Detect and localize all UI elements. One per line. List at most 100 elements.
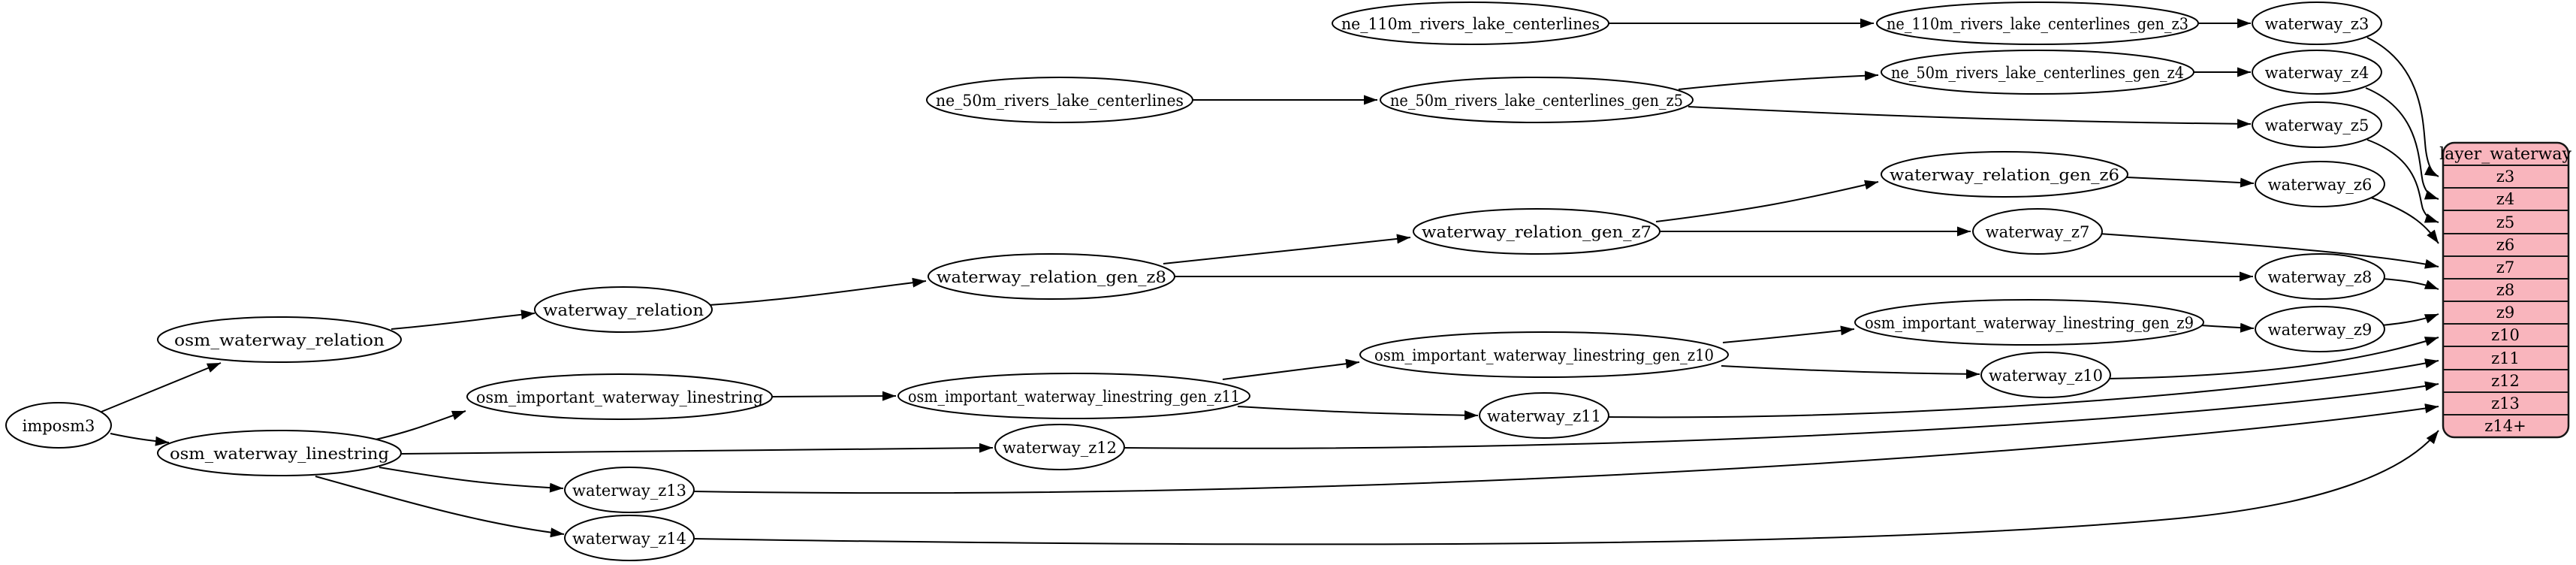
edge-gen_z10--gen_z9	[1722, 325, 1855, 343]
edge-imposm3--osm_waterway_linestring	[110, 433, 170, 446]
edge-waterway_z14--row_z14	[692, 430, 2439, 545]
node-osm_important_waterway_linestring_gen_z10: osm_important_waterway_linestring_gen_z1…	[1359, 331, 1729, 378]
node-label-ne_110m: ne_110m_rivers_lake_centerlines	[1341, 15, 1600, 33]
node-waterway_z7: waterway_z7	[1972, 208, 2103, 255]
table-row-z11: z11	[2491, 349, 2520, 367]
node-label-waterway_z8: waterway_z8	[2268, 268, 2372, 286]
edge-waterway_relation_gen_z8--waterway_relation_gen_z7	[1163, 234, 1411, 264]
edge-waterway_z9--row_z9	[2381, 313, 2439, 326]
node-label-ne_50m_gen_z4: ne_50m_rivers_lake_centerlines_gen_z4	[1891, 64, 2184, 82]
node-waterway_z14: waterway_z14	[564, 515, 695, 561]
node-label-waterway_z9: waterway_z9	[2268, 321, 2372, 339]
table-row-z3: z3	[2496, 168, 2514, 186]
edge-osm_waterway_linestring--waterway_z14	[315, 476, 565, 538]
table-row-z5: z5	[2496, 213, 2514, 231]
node-waterway_z11: waterway_z11	[1479, 392, 1609, 439]
edge-waterway_relation_gen_z7--waterway_relation_gen_z6	[1655, 180, 1879, 222]
node-label-waterway_z13: waterway_z13	[572, 482, 686, 500]
table-row-z9: z9	[2496, 304, 2514, 322]
edge-waterway_z8--row_z8	[2381, 278, 2439, 290]
edge-osm_waterway_linestring--waterway_z13	[379, 467, 564, 493]
edge-osm_waterway_relation--waterway_relation	[391, 310, 535, 330]
node-label-waterway_z6: waterway_z6	[2268, 176, 2372, 194]
edge-ne_50m_gen_z5--waterway_z5	[1688, 106, 2252, 129]
node-waterway_relation: waterway_relation	[534, 286, 713, 333]
node-ne_50m_rivers_lake_centerlines_gen_z4: ne_50m_rivers_lake_centerlines_gen_z4	[1881, 50, 2194, 95]
node-label-waterway_relation: waterway_relation	[543, 301, 704, 319]
node-ne_50m_rivers_lake_centerlines: ne_50m_rivers_lake_centerlines	[926, 77, 1193, 123]
table-row-z6: z6	[2496, 236, 2514, 254]
node-osm_waterway_linestring: osm_waterway_linestring	[157, 430, 402, 476]
edge-waterway_z4--row_z4	[2365, 87, 2439, 200]
node-label-waterway_z5: waterway_z5	[2265, 116, 2369, 134]
edge-osm_waterway_linestring--osm_important_waterway_linestring	[375, 410, 466, 440]
node-waterway_z9: waterway_z9	[2255, 306, 2385, 352]
table-row-z8: z8	[2496, 281, 2514, 299]
node-label-gen_z11: osm_important_waterway_linestring_gen_z1…	[908, 388, 1240, 406]
table-row-z10: z10	[2491, 326, 2520, 344]
node-waterway_relation_gen_z6: waterway_relation_gen_z6	[1881, 151, 2128, 198]
edge-osm_important_waterway_linestring--osm_important_waterway_linestring_gen_z11	[771, 391, 897, 401]
edge-waterway_relation--waterway_relation_gen_z8	[708, 277, 927, 306]
node-label-osm_waterway_linestring: osm_waterway_linestring	[170, 445, 389, 463]
node-waterway_z5: waterway_z5	[2252, 101, 2382, 148]
node-waterway_z12: waterway_z12	[994, 424, 1125, 470]
node-label-waterway_z11: waterway_z11	[1487, 407, 1601, 425]
table-row-z7: z7	[2496, 258, 2514, 276]
edge-imposm3--osm_waterway_relation	[101, 362, 222, 412]
node-label-waterway_relation_gen_z8: waterway_relation_gen_z8	[937, 268, 1166, 286]
node-label-waterway_z12: waterway_z12	[1003, 439, 1117, 457]
node-imposm3: imposm3	[5, 402, 112, 449]
node-label-ne_50m_gen_z5: ne_50m_rivers_lake_centerlines_gen_z5	[1390, 92, 1683, 110]
node-label-waterway_z14: waterway_z14	[572, 530, 686, 548]
node-waterway_relation_gen_z7: waterway_relation_gen_z7	[1413, 208, 1661, 255]
node-label-ne_50m: ne_50m_rivers_lake_centerlines	[936, 92, 1184, 110]
node-label-waterway_z10: waterway_z10	[1989, 367, 2103, 385]
table-title: layer_waterway	[2439, 145, 2571, 164]
node-ne_110m_rivers_lake_centerlines_gen_z3: ne_110m_rivers_lake_centerlines_gen_z3	[1876, 2, 2199, 45]
node-label-waterway_z4: waterway_z4	[2265, 64, 2369, 82]
node-osm_waterway_relation: osm_waterway_relation	[157, 316, 402, 363]
edge-waterway_z7--row_z7	[2098, 233, 2439, 269]
node-waterway_z13: waterway_z13	[564, 467, 695, 513]
edge-waterway_z10--row_z10	[2107, 337, 2439, 379]
node-label-osm_waterway_relation: osm_waterway_relation	[174, 331, 385, 349]
edge-gen_z10--waterway_z10	[1721, 365, 1980, 379]
node-label-gen_z10: osm_important_waterway_linestring_gen_z1…	[1374, 346, 1714, 364]
node-waterway_z10: waterway_z10	[1980, 352, 2111, 398]
node-waterway_z6: waterway_z6	[2255, 161, 2385, 207]
edge-waterway_z3--row_z3	[2366, 37, 2439, 177]
edge-osm_waterway_linestring--waterway_z12	[400, 443, 994, 455]
edge-waterway_z12--row_z12	[1122, 381, 2439, 449]
node-label-imposm3: imposm3	[23, 417, 95, 435]
node-label-waterway_relation_gen_z7: waterway_relation_gen_z7	[1422, 223, 1651, 241]
edge-gen_z9--waterway_z9	[2200, 322, 2255, 333]
node-osm_important_waterway_linestring: osm_important_waterway_linestring	[466, 373, 773, 420]
edge-waterway_relation_gen_z6--waterway_z6	[2126, 177, 2255, 188]
table-layer_waterway: layer_waterway z3 z4 z5 z6 z7 z8 z9 z10 …	[2439, 141, 2571, 439]
node-label-waterway_z7: waterway_z7	[1986, 223, 2090, 241]
node-ne_50m_rivers_lake_centerlines_gen_z5: ne_50m_rivers_lake_centerlines_gen_z5	[1380, 77, 1694, 123]
node-label-ne_110m_gen_z3: ne_110m_rivers_lake_centerlines_gen_z3	[1887, 15, 2188, 33]
table-row-z13: z13	[2491, 394, 2520, 412]
nodes: imposm3 osm_waterway_relation osm_waterw…	[5, 2, 2385, 561]
node-waterway_z4: waterway_z4	[2252, 50, 2382, 95]
edge-waterway_z13--row_z13	[692, 403, 2439, 494]
edge-waterway_z5--row_z5	[2366, 139, 2439, 223]
node-ne_110m_rivers_lake_centerlines: ne_110m_rivers_lake_centerlines	[1332, 2, 1609, 45]
edge-gen_z11--waterway_z11	[1237, 406, 1479, 421]
node-label-osm_important_waterway_linestring: osm_important_waterway_linestring	[476, 388, 763, 406]
edge-gen_z11--gen_z10	[1222, 358, 1360, 380]
table-background	[2442, 141, 2570, 439]
node-label-gen_z9: osm_important_waterway_linestring_gen_z9	[1865, 314, 2194, 332]
table-row-z14plus: z14+	[2484, 417, 2526, 435]
node-osm_important_waterway_linestring_gen_z11: osm_important_waterway_linestring_gen_z1…	[897, 373, 1250, 419]
node-osm_important_waterway_linestring_gen_z9: osm_important_waterway_linestring_gen_z9	[1854, 299, 2204, 346]
edge-ne_50m_gen_z5--ne_50m_gen_z4	[1678, 71, 1879, 90]
node-waterway_relation_gen_z8: waterway_relation_gen_z8	[928, 253, 1175, 300]
node-label-waterway_z3: waterway_z3	[2265, 15, 2369, 33]
edge-waterway_z6--row_z6	[2370, 197, 2439, 244]
table-row-z4: z4	[2496, 190, 2514, 208]
edges	[101, 18, 2439, 545]
